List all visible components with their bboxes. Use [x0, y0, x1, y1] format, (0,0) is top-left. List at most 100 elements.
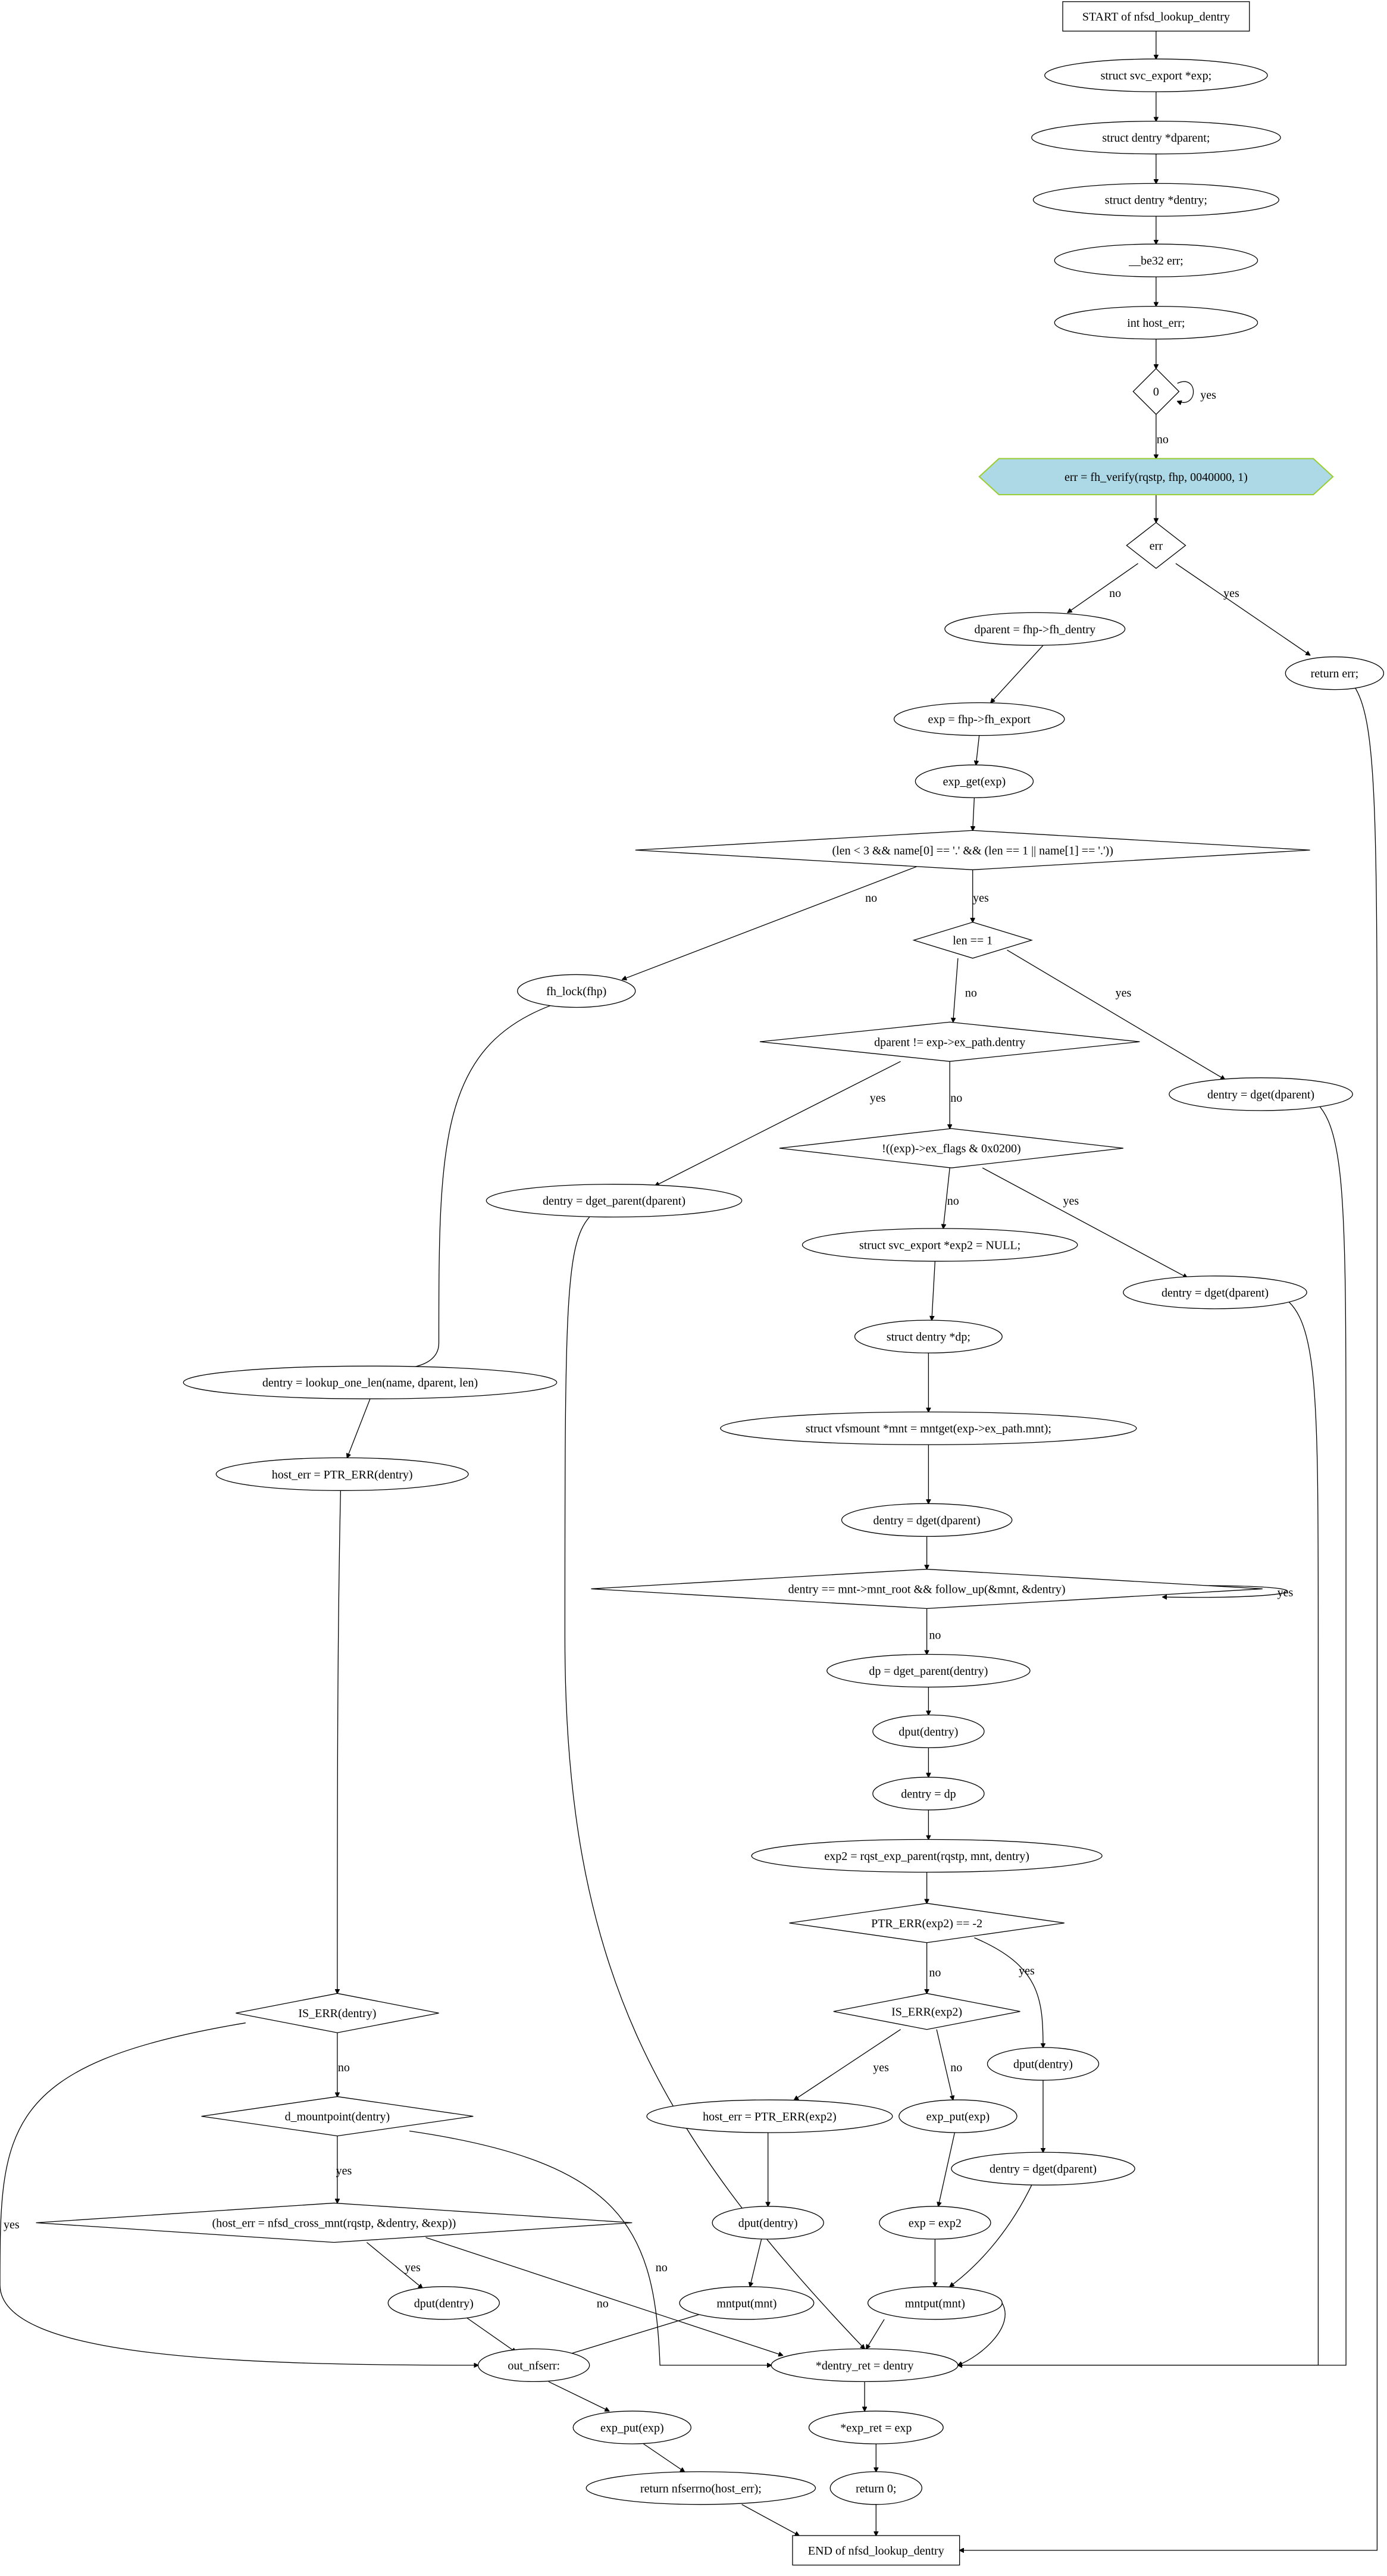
- edge-label-yes: yes: [1063, 1195, 1079, 1208]
- node-label: exp_get(exp): [943, 776, 1006, 789]
- node-label: dentry = dp: [901, 1787, 956, 1800]
- flow-edge: [866, 2319, 885, 2349]
- node-exp2: struct svc_export *exp2 = NULL;: [801, 1228, 1078, 1262]
- edge-label-yes: yes: [870, 1092, 886, 1105]
- node-shape: [833, 1993, 1020, 2030]
- flow-edge: [973, 798, 975, 830]
- node-label: exp2 = rqst_exp_parent(rqstp, mnt, dentr…: [824, 1850, 1029, 1863]
- edge-label-yes: yes: [873, 2061, 889, 2074]
- node-dput1: dput(dentry): [872, 1714, 985, 1749]
- node-shape: [944, 612, 1126, 646]
- flow-edge: [337, 1490, 342, 1993]
- node-label: 0: [1153, 386, 1159, 399]
- node-end: END of nfsd_lookup_dentry: [792, 2535, 960, 2566]
- node-shape: [679, 2286, 815, 2320]
- edge-label-yes: yes: [1019, 1965, 1035, 1978]
- node-d2: struct dentry *dparent;: [1031, 120, 1281, 155]
- node-dget2: dentry = dget(dparent): [1123, 1276, 1307, 1309]
- node-dput4: dput(dentry): [387, 2286, 500, 2320]
- flow-edge: [622, 866, 918, 980]
- node-dpdecl: struct dentry *dp;: [854, 1320, 1003, 1353]
- node-label: struct vfsmount *mnt = mntget(exp->ex_pa…: [806, 1423, 1051, 1436]
- node-retErr: return err;: [1285, 656, 1385, 690]
- node-label: fh_lock(fhp): [546, 985, 606, 998]
- edge-label-no: no: [338, 2061, 350, 2074]
- node-ccross: (host_err = nfsd_cross_mnt(rqstp, &dentr…: [36, 2202, 633, 2243]
- flow-edge: [425, 2237, 783, 2355]
- edge-label-yes: yes: [1278, 1586, 1294, 1599]
- node-label: !((exp)->ex_flags & 0x0200): [882, 1142, 1020, 1155]
- node-label: mntput(mnt): [905, 2297, 965, 2310]
- node-shape: [1054, 243, 1258, 277]
- node-shape: [801, 1228, 1078, 1262]
- node-label: struct dentry *dparent;: [1102, 132, 1210, 145]
- node-shape: [215, 1457, 469, 1491]
- node-shape: [987, 2047, 1100, 2081]
- node-label: return err;: [1311, 667, 1359, 680]
- edge-label-no: no: [929, 1629, 941, 1642]
- node-label: dentry = dget(dparent): [990, 2163, 1097, 2176]
- node-shape: [1123, 1276, 1307, 1309]
- node-cflags: !((exp)->ex_flags & 0x0200): [779, 1128, 1123, 1168]
- node-shape: [779, 1128, 1123, 1168]
- flow-edge: [1175, 563, 1310, 655]
- flow-edge: [347, 1398, 371, 1458]
- node-shape: [951, 2152, 1135, 2186]
- node-shape: [759, 1021, 1140, 1062]
- flow-edge: [943, 1168, 950, 1228]
- node-dget1: dentry = dget(dparent): [1169, 1077, 1353, 1111]
- node-label: IS_ERR(dentry): [298, 2007, 376, 2020]
- edge-label-no: no: [950, 1092, 962, 1105]
- node-label: struct dentry *dp;: [887, 1331, 970, 1344]
- node-label: dput(dentry): [1013, 2058, 1073, 2071]
- node-label: dput(dentry): [414, 2297, 474, 2310]
- flow-edge: [950, 2184, 1032, 2287]
- node-label: dparent = fhp->fh_dentry: [974, 623, 1095, 636]
- node-shape: [841, 1503, 1013, 1537]
- node-c0: 0: [1132, 368, 1180, 415]
- edge-label-no: no: [1109, 587, 1121, 600]
- edge-label-no: no: [947, 1195, 959, 1208]
- node-shape: [1132, 368, 1180, 415]
- node-shape: [591, 1568, 1263, 1609]
- edge-label-yes: yes: [1223, 587, 1239, 600]
- node-outnfs: out_nfserr:: [477, 2348, 590, 2383]
- node-label: exp = fhp->fh_export: [928, 713, 1031, 726]
- edge-label-no: no: [950, 2061, 962, 2074]
- node-label: exp_put(exp): [600, 2422, 664, 2435]
- node-label: dentry = dget(dparent): [873, 1514, 981, 1527]
- node-shape: [872, 1714, 985, 1749]
- node-label: dentry = dget(dparent): [1207, 1088, 1314, 1101]
- node-ciserr: IS_ERR(dentry): [236, 1993, 439, 2033]
- node-dget4: dentry = dget(dparent): [951, 2152, 1135, 2186]
- node-shape: [1054, 305, 1258, 340]
- node-label: dp = dget_parent(dentry): [869, 1665, 988, 1678]
- node-shape: [789, 1903, 1064, 1943]
- node-label: struct svc_export *exp;: [1101, 70, 1212, 83]
- node-label: host_err = PTR_ERR(exp2): [703, 2111, 837, 2124]
- edge-label-no: no: [1157, 433, 1169, 446]
- node-shape: [1126, 522, 1186, 569]
- node-herr2: host_err = PTR_ERR(exp2): [646, 2099, 893, 2133]
- node-shape: [898, 2099, 1017, 2133]
- flow-edge: [370, 1005, 550, 1369]
- flow-edge: [974, 1937, 1043, 2047]
- node-cmount: d_mountpoint(dentry): [201, 2096, 474, 2137]
- node-cerr: err: [1126, 522, 1186, 569]
- node-cptr: PTR_ERR(exp2) == -2: [789, 1903, 1064, 1943]
- flow-edge: [655, 1061, 901, 1186]
- flow-edge: [741, 2504, 799, 2536]
- node-shape: [236, 1993, 439, 2033]
- node-label: struct svc_export *exp2 = NULL;: [859, 1239, 1020, 1252]
- flow-edge: [932, 1261, 936, 1320]
- node-label: (host_err = nfsd_cross_mnt(rqstp, &dentr…: [212, 2217, 456, 2230]
- node-d1: struct svc_export *exp;: [1044, 58, 1268, 92]
- node-clen: (len < 3 && name[0] == '.' && (len == 1 …: [635, 830, 1310, 870]
- node-label: struct dentry *dentry;: [1105, 194, 1207, 207]
- node-label: dparent != exp->ex_path.dentry: [874, 1036, 1025, 1049]
- node-shape: [486, 1184, 743, 1218]
- flow-edge: [982, 1167, 1187, 1277]
- node-retnfs: return nfserrno(host_err);: [586, 2471, 816, 2505]
- edge-label-no: no: [965, 987, 977, 1000]
- node-cl1: len == 1: [912, 921, 1033, 959]
